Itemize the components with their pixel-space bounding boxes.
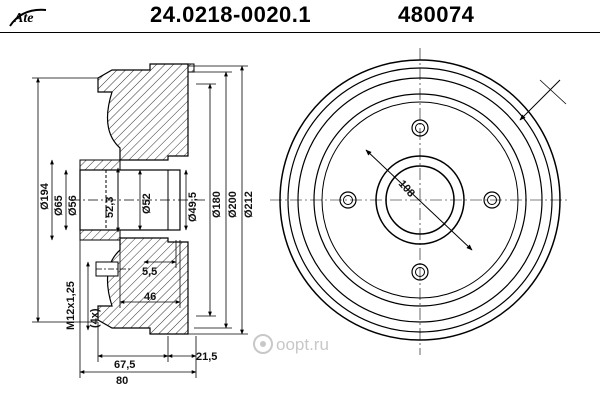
ate-logo: Ate xyxy=(9,8,47,27)
dim-d56: Ø56 xyxy=(67,195,79,216)
hub-inner-top xyxy=(79,159,121,171)
dim-46: 46 xyxy=(144,291,156,303)
dim-thread: M12x1,25 xyxy=(65,281,77,330)
pcd-line xyxy=(365,149,473,251)
dim-d200: Ø200 xyxy=(227,191,239,218)
dim-52-3: 52,3 xyxy=(104,197,116,218)
vertical-dimensions xyxy=(32,65,248,335)
dim-5-5: 5,5 xyxy=(142,266,157,278)
dim-d49-5: Ø49,5 xyxy=(187,192,199,222)
dim-qty: (4x) xyxy=(89,308,101,328)
alt-part-number: 480074 xyxy=(398,2,475,27)
dim-d212: Ø212 xyxy=(243,191,255,218)
outer-dim-line xyxy=(519,79,561,121)
header-rule xyxy=(0,32,600,33)
watermark: oopt.ru xyxy=(253,334,329,354)
dim-d194: Ø194 xyxy=(39,182,51,210)
dim-d52: Ø52 xyxy=(141,193,153,214)
dim-21-5: 21,5 xyxy=(196,351,217,363)
dim-d180: Ø180 xyxy=(211,191,223,218)
dim-d65: Ø65 xyxy=(53,195,65,216)
cross-section-view xyxy=(70,63,205,335)
section-upper-drum xyxy=(187,63,195,73)
hub-inner-bottom xyxy=(79,229,121,241)
watermark-text: oopt.ru xyxy=(276,335,329,354)
dim-67-5: 67,5 xyxy=(114,359,135,371)
logo-text: Ate xyxy=(13,11,33,26)
section-lower xyxy=(97,237,189,335)
front-view xyxy=(270,48,570,355)
part-number: 24.0218-0020.1 xyxy=(150,2,312,27)
section-upper xyxy=(97,63,189,161)
horizontal-dimensions xyxy=(79,240,197,378)
title-block: Ate 24.0218-0020.1 480074 xyxy=(0,0,600,36)
dim-80: 80 xyxy=(116,375,128,387)
